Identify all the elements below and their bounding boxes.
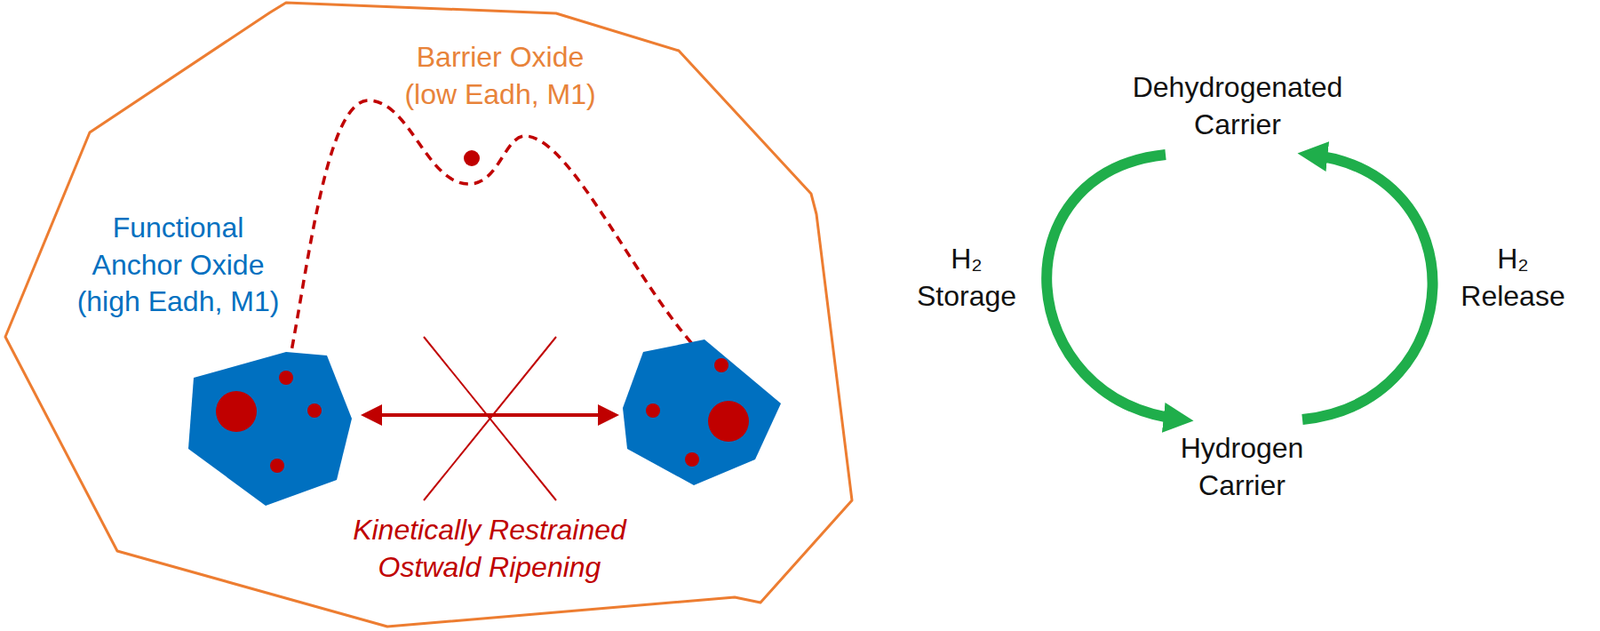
cycle-arrow xyxy=(1046,154,1182,420)
node-label: Functional Anchor Oxide (high Eadh, M1) xyxy=(69,209,287,321)
carrier-node: Hydrogen Carrier xyxy=(1166,429,1318,505)
metal-particle xyxy=(270,458,285,473)
metal-particle xyxy=(278,370,294,385)
metal-particle xyxy=(708,400,749,442)
metal-particle xyxy=(645,403,661,418)
annotation-label: Kinetically Restrained Ostwald Ripening xyxy=(302,511,677,586)
metal-particle xyxy=(684,452,700,467)
arrow-head xyxy=(597,404,620,426)
cross-line xyxy=(423,336,557,501)
carrier-node: Dehydrogenated Carrier xyxy=(1117,69,1358,144)
node-label: Dehydrogenated Carrier xyxy=(1117,69,1358,144)
cycle-arrow xyxy=(1302,154,1433,420)
energy-curve xyxy=(286,100,707,378)
diffusing-atom xyxy=(463,150,480,167)
particle-body xyxy=(188,351,352,506)
anchor-oxide-particle: Functional Anchor Oxide (high Eadh, M1) xyxy=(66,209,369,512)
edge-label: H₂ Release xyxy=(1457,240,1569,315)
anchor-oxide-particle xyxy=(622,339,781,486)
arrow-head xyxy=(360,404,383,426)
metal-particle xyxy=(714,358,729,373)
node-label: Barrier Oxide (low Eadh, M1) xyxy=(389,39,612,113)
region-border xyxy=(5,2,852,627)
node-label: Hydrogen Carrier xyxy=(1166,429,1318,504)
metal-particle xyxy=(215,390,257,432)
metal-particle xyxy=(307,403,322,418)
edge-label: H₂ Storage xyxy=(911,240,1023,315)
ripening-arrow xyxy=(376,413,604,417)
cross-line xyxy=(423,336,557,501)
